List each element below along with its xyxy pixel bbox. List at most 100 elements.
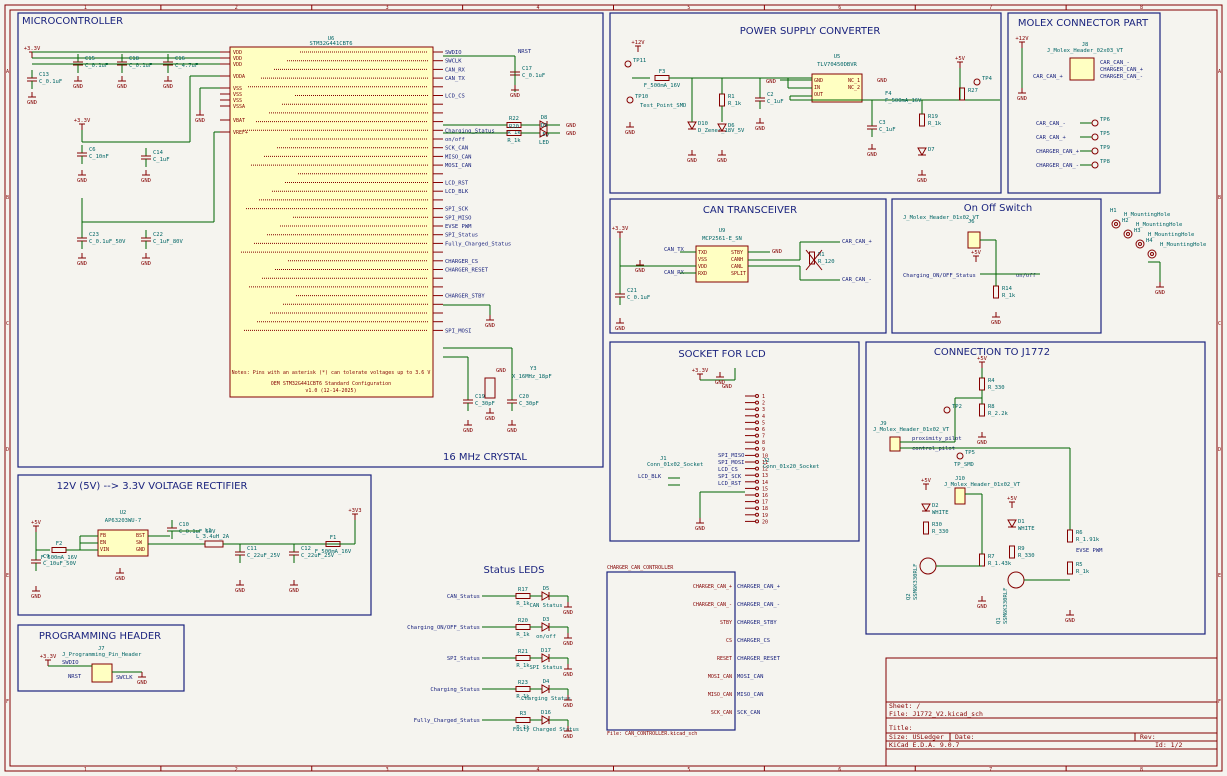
led-symbol (917, 147, 927, 157)
test-point (973, 78, 981, 86)
nrst-label: NRST (518, 49, 532, 55)
can-pin: SPLIT (731, 271, 746, 277)
row-label: B (6, 195, 9, 201)
gnd-label: GND (772, 249, 782, 255)
led-symbol (541, 591, 551, 601)
prog-value: J_Programming_Pin_Header (62, 652, 142, 658)
j9-net2: control_pilot (912, 446, 955, 452)
inductor-body (204, 540, 224, 548)
mcu-section-title: MICROCONTROLLER (22, 16, 123, 27)
buck-pin: FB (100, 533, 106, 539)
mcu-net-label: on/off (445, 137, 465, 143)
cap-ref: C3 (879, 120, 886, 126)
ldo-pin: NC_2 (848, 85, 860, 91)
mcu-net-label: CAN_RX (445, 67, 466, 73)
test-point-ref: TP5 (965, 450, 975, 456)
test-point-ref: TP8 (1100, 159, 1110, 165)
gnd-label: GND (755, 126, 765, 132)
hole-ref: H1 (1110, 208, 1117, 214)
subsheet-pin: CHARGER_CAN_- (737, 602, 780, 608)
led-symbol (539, 128, 549, 138)
resistor-value: R_1k (1076, 569, 1090, 575)
cap-ref: C6 (89, 147, 96, 153)
test-point (1091, 147, 1099, 155)
resistor-ref: R30 (932, 522, 942, 528)
lcd-pin-number: 7 (762, 434, 765, 440)
gnd-label: GND (1155, 290, 1165, 296)
prog-swclk: SWCLK (116, 675, 133, 681)
led-net: CAN_Status (447, 594, 480, 600)
resistor-ref: R9 (1018, 546, 1025, 552)
lcd-j1-ref: J1 (660, 456, 667, 462)
prog-section (17, 624, 185, 692)
row-label: A (1218, 69, 1221, 75)
tp-net: CAR_CAN_- (1036, 121, 1066, 127)
column-label: 3 (386, 767, 389, 773)
mcu-net-label: SPI_SCK (445, 207, 469, 213)
led-ref: D1 (1018, 519, 1025, 525)
resistor-body (979, 553, 985, 567)
socket-pin (755, 473, 759, 478)
gnd-label: GND (566, 131, 576, 137)
gnd-label: GND (163, 84, 173, 90)
onoff-net: Charging_ON/OFF_Status (903, 273, 976, 279)
j10-value: J_Molex_Header_01x02_VT (944, 482, 1021, 488)
rectifier-section (17, 474, 372, 616)
gnd-label: GND (563, 610, 573, 616)
crystal-value: X_16MHz_18pF (512, 374, 552, 380)
subsheet-inner-pin: RESET (717, 656, 732, 662)
mcu-net-label: SPI_Status (445, 233, 478, 239)
can-pin: VDD (698, 264, 707, 270)
resistor-value: R_1.43k (988, 561, 1012, 567)
can-value: MCP2561-E_SN (702, 236, 742, 242)
gnd-label: GND (27, 100, 37, 106)
subsheet-inner-pin: CHARGER_CAN_+ (693, 584, 732, 590)
lcd-net: LCD_CS (718, 467, 738, 473)
gnd-label: GND (485, 416, 495, 422)
onoff-net2: on/off (1016, 273, 1036, 279)
resistor-body (959, 87, 965, 101)
buck-pin: GND (136, 547, 145, 553)
resistor-ref: R1 (818, 252, 825, 258)
socket-pin (755, 413, 759, 418)
gnd-label: GND (137, 680, 147, 686)
psu-section-title: POWER SUPPLY CONVERTER (740, 26, 881, 37)
gnd-label: GND (141, 261, 151, 267)
mcu-left-pin: VDD (233, 56, 242, 62)
j9-net1: proximity_pilot (912, 436, 962, 442)
resistor-ref: R5 (1076, 562, 1083, 568)
led-ref: D10 (698, 121, 708, 127)
lcd-ref: J2 (763, 458, 770, 464)
lcd-value: Conn_01x20_Socket (763, 464, 819, 470)
cap-ref: C10 (179, 522, 189, 528)
mcu-net-label: Fully_Charged_Status (445, 241, 511, 247)
resistor-ref: R6 (1076, 530, 1083, 536)
gnd-label: GND (625, 130, 635, 136)
mcu-net-label: CHARGER_CS (445, 259, 478, 265)
row-label: B (1218, 195, 1221, 201)
power-label: +12V (1015, 36, 1029, 42)
resistor-value: R_1k (516, 601, 530, 607)
mcu-net-label: LCD_RST (445, 181, 469, 187)
evse-net: EVSE PWM (1076, 548, 1103, 554)
column-label: 8 (1140, 767, 1143, 773)
prog-header-body (91, 663, 113, 683)
molex-pin-net: CHARGER_CAN_+ (1100, 67, 1144, 73)
gnd-label: GND (77, 261, 87, 267)
led-value: CAN Status (529, 603, 562, 609)
resistor-body (1009, 545, 1015, 559)
led-net: Charging_ON/OFF_Status (407, 625, 480, 631)
molex-value: J_Molex_Header_02x03_VT (1047, 48, 1124, 54)
title-block (885, 657, 1218, 767)
socket-pin (755, 466, 759, 471)
cap-ref: C2 (767, 92, 774, 98)
gnd-label: GND (235, 588, 245, 594)
mcu-left-pin: VDD (233, 62, 242, 68)
cap-ref: C17 (522, 66, 532, 72)
resistor-body (919, 113, 925, 127)
ldo-ref: U5 (834, 54, 841, 60)
gnd-label: GND (1017, 96, 1027, 102)
test-point-ref: TP9 (1100, 145, 1110, 151)
